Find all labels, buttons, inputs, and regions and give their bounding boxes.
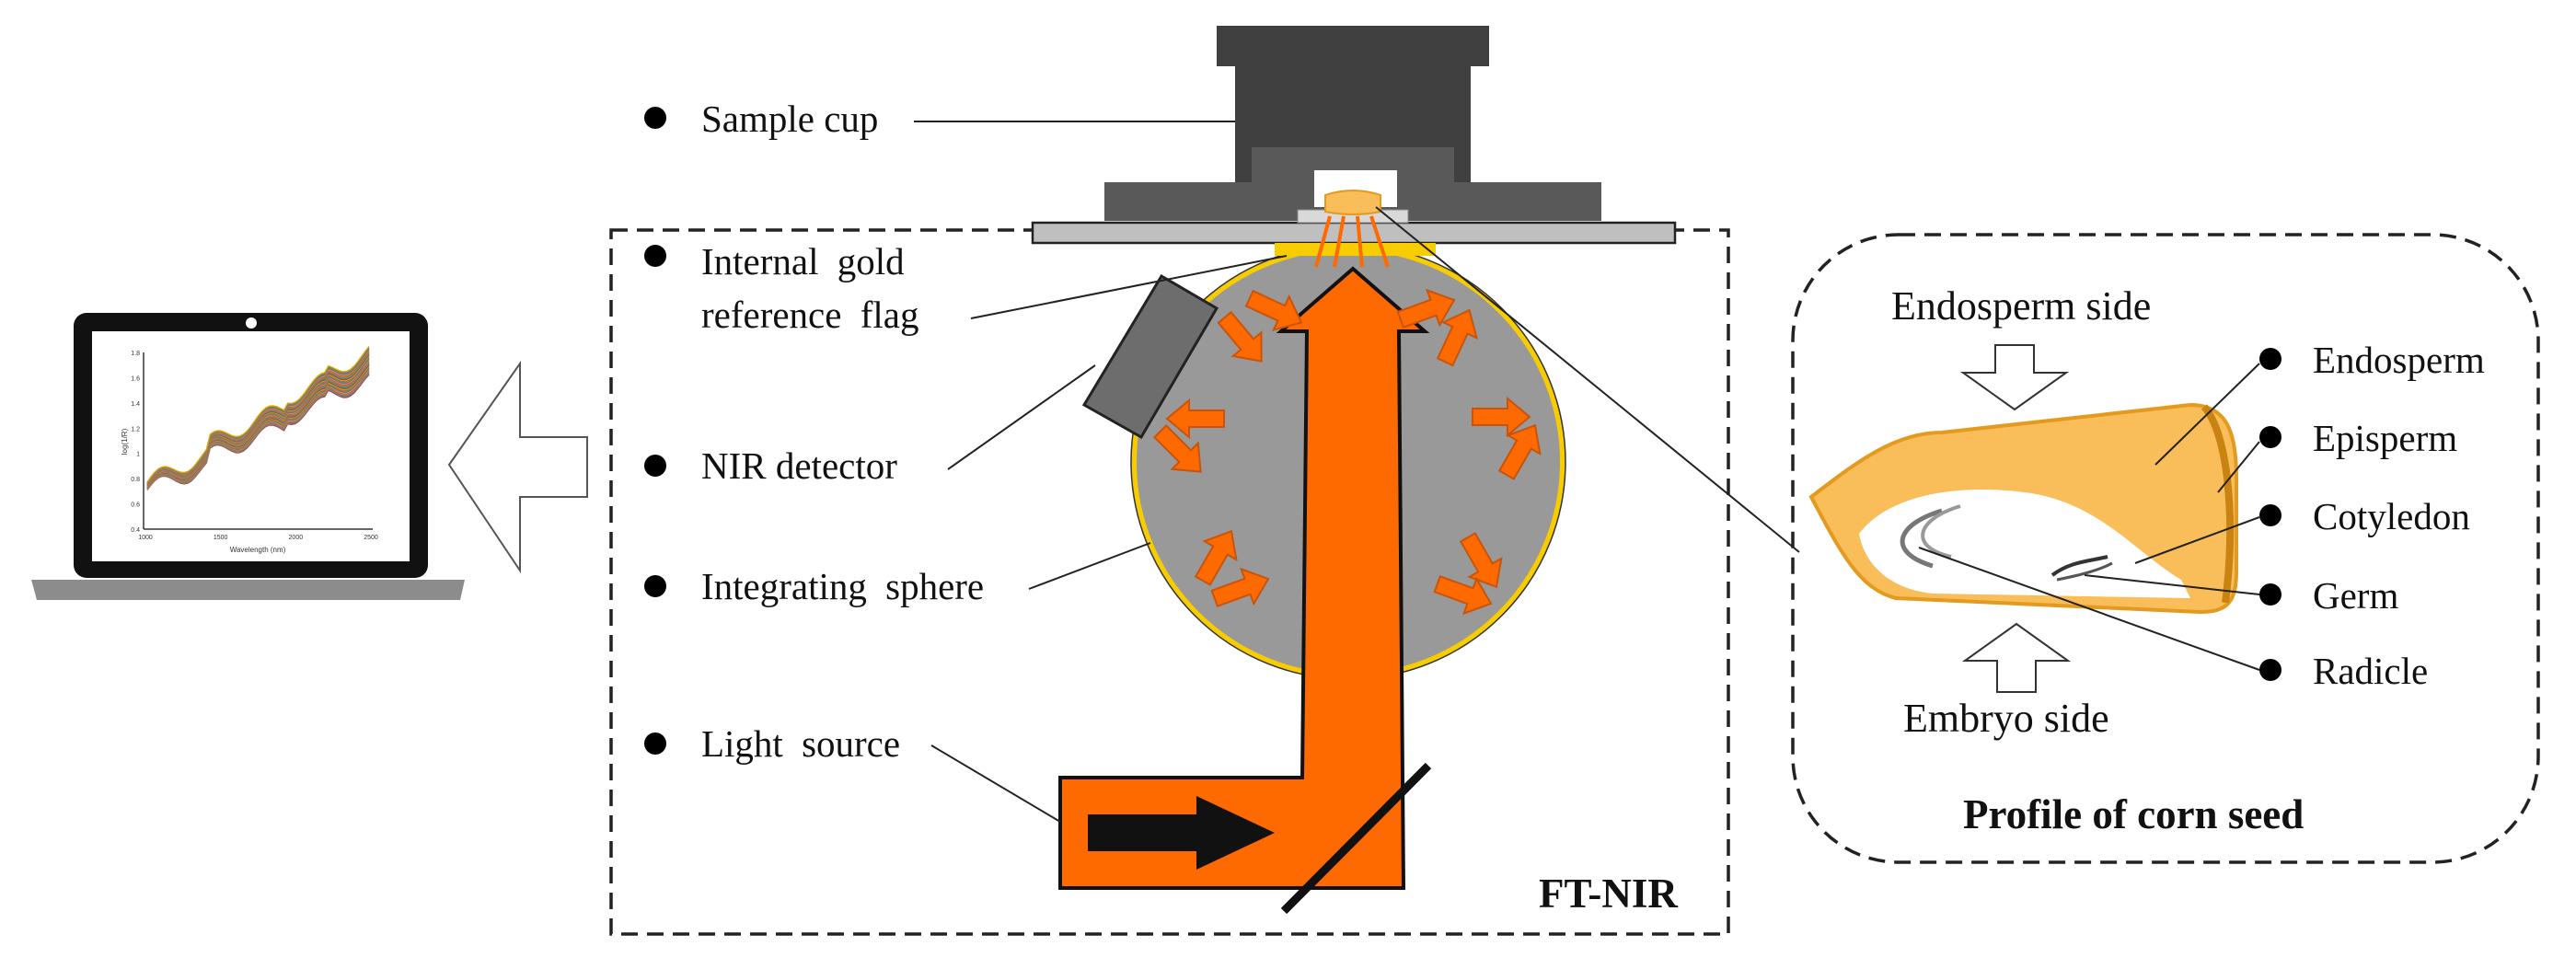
spectrum-ytick: 1 bbox=[136, 452, 140, 458]
nir-detector-icon bbox=[1081, 273, 1219, 440]
spectrum-ytick: 0.6 bbox=[131, 502, 140, 509]
ft-nir-box bbox=[609, 228, 1730, 936]
label-embryo-side: Embryo side bbox=[1903, 696, 2109, 741]
label-bullets bbox=[644, 107, 666, 755]
label-ft-nir: FT-NIR bbox=[1539, 871, 1678, 917]
leader-lines bbox=[914, 121, 1800, 823]
spectrum-xtick: 2000 bbox=[289, 535, 304, 541]
spectrum-ytick: 0.4 bbox=[131, 527, 140, 534]
label-germ: Germ bbox=[2313, 574, 2399, 617]
label-gold-flag: Internal gold reference flag bbox=[701, 240, 919, 336]
endosperm-side-arrow-icon bbox=[1959, 344, 2070, 411]
spectrum-ytick: 1.6 bbox=[131, 375, 140, 382]
embryo-side-arrow-icon bbox=[1961, 622, 2072, 693]
spectrum-ytick: 1.8 bbox=[131, 351, 140, 357]
spectrum-ytick: 0.8 bbox=[131, 477, 140, 483]
corn-seed-icon bbox=[1808, 402, 2238, 615]
spectrum-ytick: 1.2 bbox=[131, 426, 140, 433]
corn-seed-panel bbox=[1791, 233, 2540, 864]
label-episperm: Episperm bbox=[2313, 417, 2458, 459]
label-cotyledon: Cotyledon bbox=[2313, 495, 2470, 537]
label-endosperm-side: Endosperm side bbox=[1891, 283, 2152, 329]
spectrum-series-line bbox=[146, 345, 370, 483]
spectrum-ylabel: log(1/R) bbox=[121, 428, 129, 455]
reflection-rays bbox=[1314, 215, 1390, 268]
light-beam-icon bbox=[1058, 266, 1432, 915]
seed-leader-lines bbox=[1918, 363, 2260, 671]
label-sample-cup: Sample cup bbox=[701, 98, 879, 140]
label-light-source: Light source bbox=[701, 722, 901, 765]
label-profile-title: Profile of corn seed bbox=[1963, 791, 2305, 837]
laptop-icon bbox=[31, 313, 465, 600]
label-radicle: Radicle bbox=[2313, 650, 2429, 692]
spectrum-xtick: 2500 bbox=[364, 535, 378, 541]
seed-label-bullets bbox=[2259, 348, 2281, 681]
spectrum-ytick: 1.4 bbox=[131, 401, 140, 408]
label-nir-detector: NIR detector bbox=[701, 444, 897, 487]
spectrum-xlabel: Wavelength (nm) bbox=[230, 546, 286, 554]
label-endosperm: Endosperm bbox=[2313, 339, 2485, 381]
data-transfer-arrow-icon bbox=[447, 360, 588, 574]
sample-cup-icon bbox=[1031, 26, 1677, 245]
label-integrating-sphere: Integrating sphere bbox=[701, 565, 985, 607]
spectrum-xtick: 1000 bbox=[138, 535, 153, 541]
spectrum-xtick: 1500 bbox=[214, 535, 228, 541]
